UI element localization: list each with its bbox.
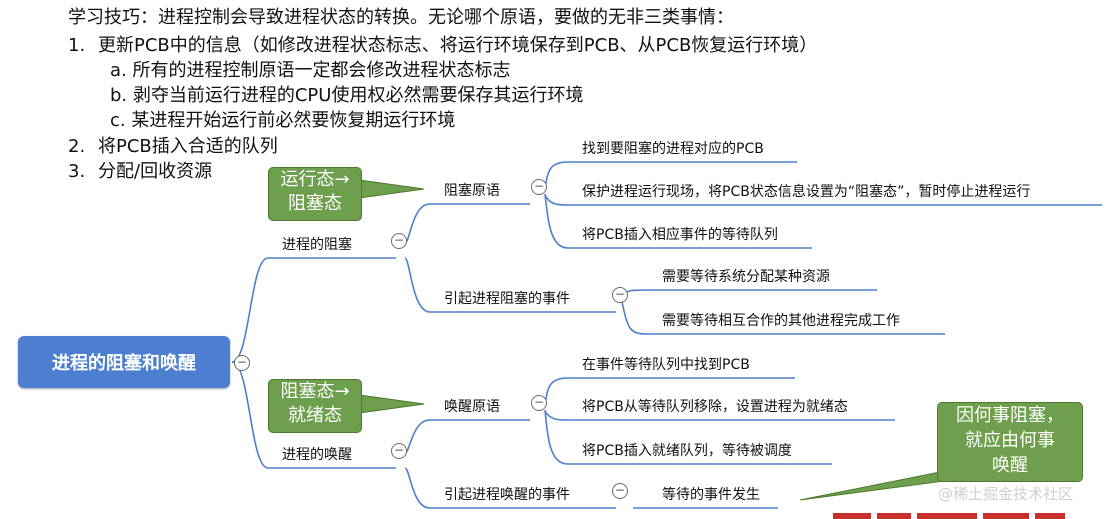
callout-line: 唤醒 <box>992 455 1028 476</box>
callout-note: 因何事阻塞， 就应由何事 唤醒 <box>937 402 1083 482</box>
node-process-block[interactable]: 进程的阻塞 <box>282 237 352 253</box>
node-wake-step-1[interactable]: 在事件等待队列中找到PCB <box>582 357 750 373</box>
tip-subitem-b: b. 剥夺当前运行进程的CPU使用权必然需要保存其运行环境 <box>110 85 584 106</box>
tip-text: 分配/回收资源 <box>98 161 213 182</box>
connector-event <box>621 289 877 297</box>
tips-intro: 学习技巧：进程控制会导致进程状态的转换。无论哪个原语，要做的无非三类事情： <box>68 7 734 28</box>
node-block-step-2[interactable]: 保护进程运行现场，将PCB状态信息设置为“阻塞态”，暂时停止进程运行 <box>582 184 1031 200</box>
collapse-icon[interactable]: − <box>531 179 547 195</box>
callout-line: 就绪态 <box>288 405 342 426</box>
cropped-red-text <box>833 513 1065 519</box>
node-wake-step-2[interactable]: 将PCB从等待队列移除，设置进程为就绪态 <box>582 399 848 415</box>
watermark: @稀土掘金技术社区 <box>938 485 1074 503</box>
node-process-wake[interactable]: 进程的唤醒 <box>282 447 352 463</box>
node-block-event-2[interactable]: 需要等待相互合作的其他进程完成工作 <box>662 313 900 329</box>
tip-subitem-c: c. 某进程开始运行前必然要恢复期运行环境 <box>110 110 456 131</box>
callout-run-to-block: 运行态→ 阻塞态 <box>268 167 362 221</box>
callout-line: 就应由何事 <box>965 430 1055 451</box>
node-block-events[interactable]: 引起进程阻塞的事件 <box>444 291 570 307</box>
connector-step <box>544 410 895 421</box>
collapse-icon[interactable]: − <box>234 355 250 371</box>
tip-item-1: 1. 更新PCB中的信息（如修改进程状态标志、将运行环境保存到PCB、从PCB恢复… <box>68 34 817 58</box>
tip-number: 3. <box>68 161 86 182</box>
tip-item-2: 2. 将PCB插入合适的队列 <box>68 135 278 159</box>
node-wake-primitive[interactable]: 唤醒原语 <box>444 399 500 415</box>
tip-number: 2. <box>68 136 86 157</box>
learning-tips: 学习技巧：进程控制会导致进程状态的转换。无论哪个原语，要做的无非三类事情： 1.… <box>0 0 1111 190</box>
node-block-primitive[interactable]: 阻塞原语 <box>444 183 500 199</box>
callout-line: 运行态→ <box>280 169 350 190</box>
connector-root-block <box>231 257 396 363</box>
collapse-icon[interactable]: − <box>531 395 547 411</box>
connector-wake-events <box>404 467 616 509</box>
tip-number: 1. <box>68 35 86 56</box>
node-block-event-1[interactable]: 需要等待系统分配某种资源 <box>662 269 830 285</box>
connector-wake-primitive <box>404 419 530 454</box>
collapse-icon[interactable]: − <box>612 287 628 303</box>
mindmap-root[interactable]: 进程的阻塞和唤醒 <box>18 336 230 388</box>
callout-line: 阻塞态 <box>288 193 342 214</box>
collapse-icon[interactable]: − <box>612 483 628 499</box>
collapse-icon[interactable]: − <box>391 443 407 459</box>
callout-block-to-ready: 阻塞态→ 就绪态 <box>268 379 362 433</box>
connector-event <box>621 301 945 335</box>
node-wake-step-3[interactable]: 将PCB插入就绪队列，等待被调度 <box>582 443 792 459</box>
tip-subitem-a: a. 所有的进程控制原语一定都会修改进程状态标志 <box>110 60 511 81</box>
connector-step <box>544 409 832 465</box>
connector-block-events <box>404 257 616 313</box>
connector-step <box>544 194 1102 206</box>
tip-text: 将PCB插入合适的队列 <box>98 136 278 157</box>
callout-pointer <box>358 394 425 414</box>
node-wake-events[interactable]: 引起进程唤醒的事件 <box>444 487 570 503</box>
collapse-icon[interactable]: − <box>391 233 407 249</box>
connector-step <box>544 193 812 249</box>
callout-line: 阻塞态→ <box>280 381 350 402</box>
callout-line: 因何事阻塞， <box>956 405 1064 426</box>
tip-text: 更新PCB中的信息（如修改进程状态标志、将运行环境保存到PCB、从PCB恢复运行… <box>98 35 818 56</box>
callout-pointer <box>358 179 425 199</box>
node-wake-event-1[interactable]: 等待的事件发生 <box>662 487 760 503</box>
node-block-step-1[interactable]: 找到要阻塞的进程对应的PCB <box>582 141 764 157</box>
node-block-step-3[interactable]: 将PCB插入相应事件的等待队列 <box>582 227 778 243</box>
connector-block-primitive <box>404 203 530 244</box>
tip-item-3: 3. 分配/回收资源 <box>68 160 212 184</box>
